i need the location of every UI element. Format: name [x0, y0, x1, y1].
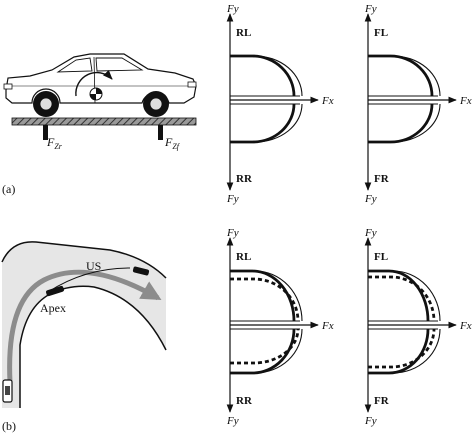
wheel-label-fl: FL: [374, 27, 388, 39]
fx-axis-label: Fx: [459, 320, 472, 332]
car-rear-window: [56, 57, 93, 73]
pitch-rotation-arrow: [75, 69, 113, 97]
fy-axis-label-top: Fy: [364, 227, 377, 239]
car-understeer-icon: [132, 266, 150, 276]
ellipse-curve-upper-1: [368, 55, 441, 97]
car-side-view: [3, 53, 197, 140]
front-wheel: [143, 91, 169, 117]
rear-wheel: [33, 91, 59, 117]
rear-normal-force-label: FZr: [46, 135, 63, 151]
front-load-post: [158, 125, 163, 140]
understeer-path-line: [47, 267, 131, 293]
car-entry-icon: [2, 379, 13, 403]
road-corner: [1, 241, 167, 408]
rear-load-post: [43, 125, 48, 140]
ellipse-curve-upper-3: [368, 269, 430, 322]
wheel-label-rl: RL: [236, 27, 251, 39]
fy-axis-label-bottom: Fy: [364, 193, 377, 205]
ellipse-curve-lower-3: [230, 328, 296, 375]
panel-a-label: (a): [2, 182, 15, 196]
ellipse-curve-lower-2: [368, 328, 436, 369]
ellipse-curve-lower-1: [230, 103, 303, 143]
fx-axis-label: Fx: [321, 95, 334, 107]
wheel-label-rr: RR: [236, 395, 253, 407]
road-surface: [2, 241, 166, 408]
ellipse-curve-upper-2: [230, 54, 296, 97]
panel-b-label: (b): [2, 419, 16, 433]
fx-axis-label: Fx: [321, 320, 334, 332]
ellipse-curve-upper-2: [368, 54, 434, 97]
ellipse-curve-lower-2: [368, 103, 434, 144]
ground-plate: [11, 117, 197, 126]
ellipse-curve-lower-1: [230, 328, 303, 374]
ellipse-curve-lower-3: [368, 328, 430, 375]
vehicle-path-arrow: [7, 269, 162, 383]
ellipse-curve-upper-1: [230, 55, 303, 97]
fy-axis-label-bottom: Fy: [226, 415, 239, 427]
fx-axis-label: Fx: [459, 95, 472, 107]
wheel-label-fr: FR: [374, 395, 390, 407]
wheel-label-fr: FR: [374, 173, 390, 185]
road-outer-edge: [1, 241, 167, 279]
front-normal-force-label: FZf: [164, 135, 181, 151]
car-front-window: [95, 57, 144, 72]
wheel-label-rl: RL: [236, 251, 251, 263]
road-inner-edge: [19, 285, 167, 408]
fy-axis-label-top: Fy: [226, 3, 239, 15]
ellipse-curve-lower-2: [230, 103, 296, 144]
ellipse-curve-upper-3: [230, 269, 296, 322]
car-body: [5, 53, 197, 104]
apex-label: Apex: [40, 301, 66, 315]
ellipse-curve-lower-2: [230, 328, 300, 365]
fy-axis-label-top: Fy: [226, 227, 239, 239]
car-at-apex-icon: [46, 285, 64, 297]
fy-axis-label-top: Fy: [364, 3, 377, 15]
ellipse-curve-lower-1: [368, 103, 441, 143]
understeer-label: US: [86, 259, 101, 273]
fy-axis-label-bottom: Fy: [364, 415, 377, 427]
wheel-label-fl: FL: [374, 251, 388, 263]
center-of-gravity-icon: [89, 87, 103, 101]
fy-axis-label-bottom: Fy: [226, 193, 239, 205]
wheel-label-rr: RR: [236, 173, 253, 185]
